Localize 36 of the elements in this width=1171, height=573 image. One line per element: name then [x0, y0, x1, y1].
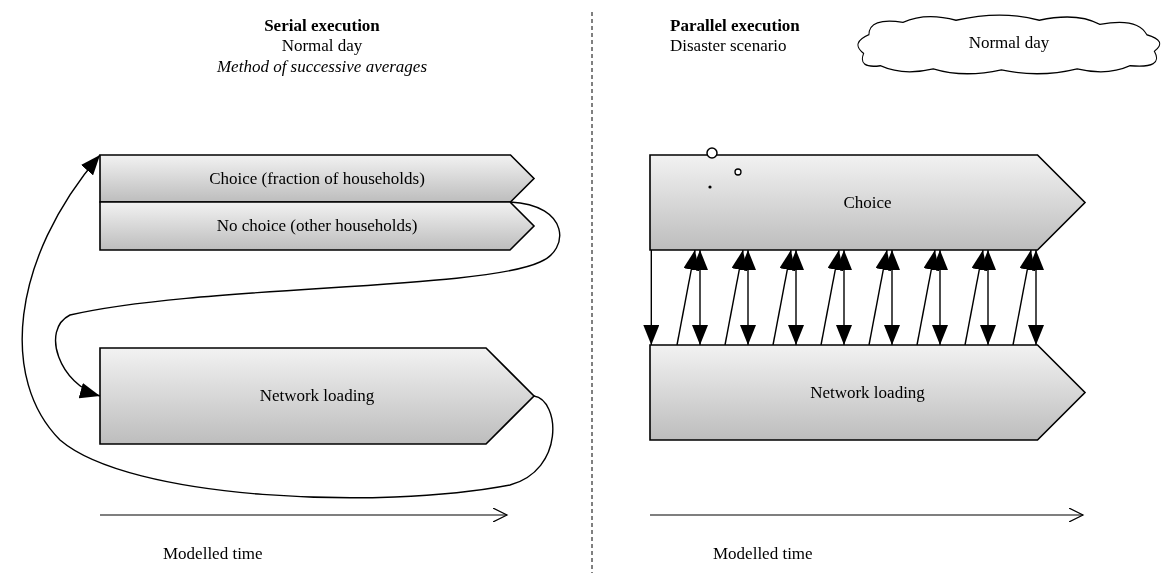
node-label: Normal day [968, 33, 1050, 53]
axis-label: Modelled time [713, 544, 813, 564]
section-heading: Parallel execution [670, 16, 800, 36]
arrow [964, 249, 988, 346]
arrow [836, 249, 852, 346]
node-label: No choice (other households) [216, 216, 418, 236]
node-label: Network loading [810, 382, 925, 403]
axis-label: Modelled time [163, 544, 263, 564]
arrow [884, 249, 900, 346]
arrow [724, 249, 748, 346]
process-box [650, 155, 1085, 250]
caption-text: Disaster scenario [670, 36, 787, 56]
section-heading: Serial execution [263, 16, 381, 36]
node-label: Choice [843, 192, 892, 213]
arrow [692, 249, 708, 346]
process-box [100, 202, 534, 250]
arrow [916, 249, 940, 346]
node-label: Network loading [259, 386, 375, 406]
arrow [980, 249, 996, 346]
arrow [1028, 249, 1044, 346]
arrow [676, 249, 700, 346]
caption-text: Method of successive averages [215, 57, 429, 77]
process-box [100, 348, 534, 444]
arrow [788, 249, 804, 346]
arrow [740, 249, 756, 346]
arrow [868, 249, 892, 346]
arrow [772, 249, 796, 346]
arrow [820, 249, 844, 346]
node-label: Choice (fraction of households) [209, 168, 425, 189]
arrow [932, 249, 948, 346]
process-box [100, 155, 534, 202]
arrow [21, 154, 554, 499]
caption-text: Normal day [280, 36, 364, 56]
arrow [643, 249, 660, 346]
arrow [1012, 249, 1036, 346]
process-box [650, 345, 1085, 440]
